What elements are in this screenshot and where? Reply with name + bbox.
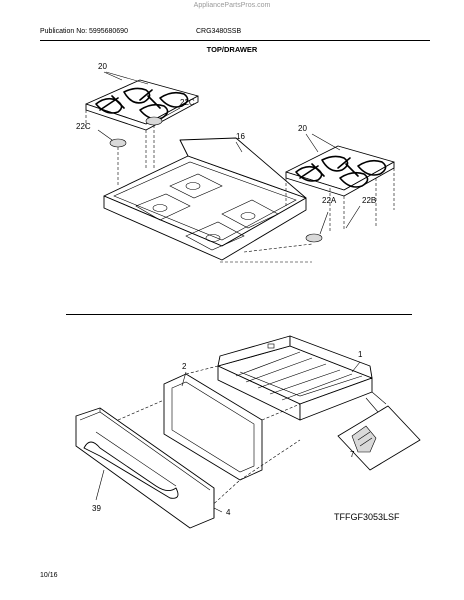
- callout-2-leader: [181, 371, 187, 387]
- figure-code: TFFGF3053LSF: [334, 512, 400, 522]
- section-title: TOP/DRAWER: [206, 45, 258, 54]
- callout-39: 39: [92, 504, 101, 513]
- burner-cap-22a: [305, 233, 323, 243]
- callout-2: 2: [182, 362, 187, 371]
- drawer-body: [217, 335, 373, 421]
- header-rule: [40, 40, 430, 41]
- callout-20-leader-left: [103, 71, 149, 85]
- callout-20-leader-right: [305, 133, 341, 153]
- callout-39-leader: [95, 469, 105, 501]
- model-number: CRG3480SSB: [196, 28, 242, 35]
- callout-16-leader: [235, 141, 243, 153]
- callout-4-leader: [213, 507, 223, 513]
- drawer-front: [75, 407, 215, 529]
- callout-22a: 22A: [322, 196, 337, 205]
- callout-16: 16: [236, 132, 245, 141]
- callout-22c-left: 22C: [76, 122, 91, 131]
- callout-20-left: 20: [98, 62, 107, 71]
- callout-1: 1: [358, 350, 363, 359]
- publication-number: Publication No: 5995680690: [40, 28, 128, 35]
- callout-4: 4: [226, 508, 231, 517]
- burner-cap-22c-top: [145, 116, 163, 126]
- cooktop: [103, 137, 307, 261]
- section-divider: [66, 314, 412, 315]
- callout-1-leader: [351, 361, 361, 373]
- right-burner-grates: [285, 145, 395, 197]
- left-burner-grates: [85, 79, 199, 131]
- page-number: 10/16: [40, 572, 58, 579]
- callout-22c-top: 22C: [180, 98, 195, 107]
- callout-22b: 22B: [362, 196, 377, 205]
- callout-20-right: 20: [298, 124, 307, 133]
- watermark-text: AppliancePartsPros.com: [193, 2, 271, 9]
- drawer-slide-detail: [337, 405, 421, 471]
- burner-cap-22c-left: [109, 138, 127, 148]
- callout-7: 7: [350, 450, 355, 459]
